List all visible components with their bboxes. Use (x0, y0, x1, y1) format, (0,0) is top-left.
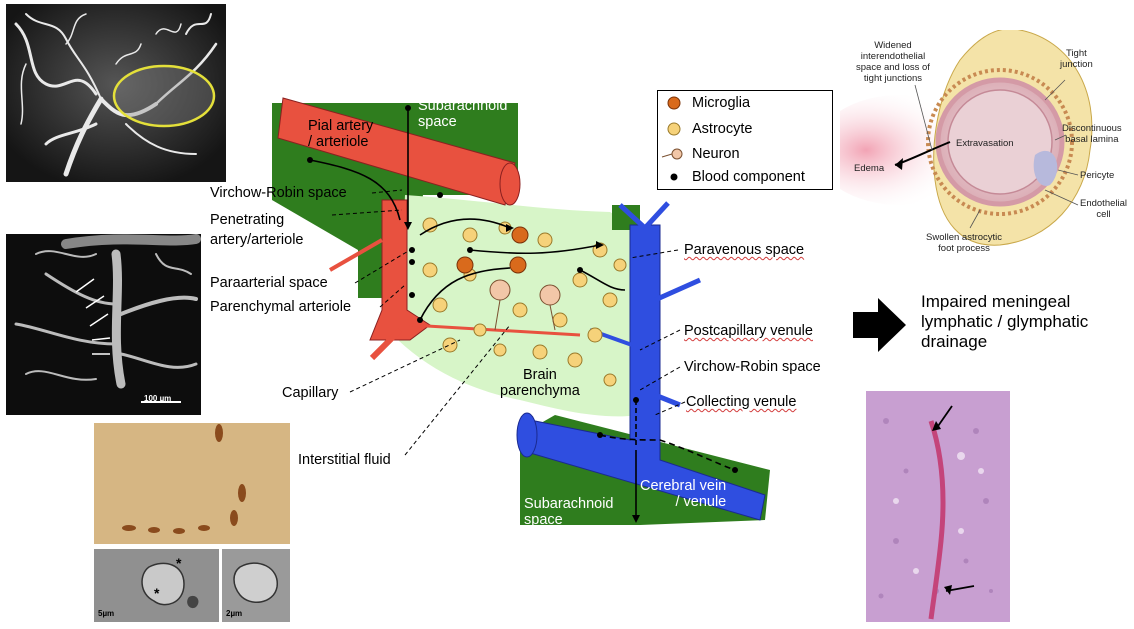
bbb-illustration: Widened interendothelial space and loss … (840, 30, 1132, 262)
legend-neuron: Neuron (692, 146, 740, 162)
label-interstitial-fluid: Interstitial fluid (298, 452, 391, 468)
histology-brown-drawing (94, 423, 290, 544)
label-virchow-robin-left: Virchow-Robin space (210, 185, 347, 201)
label-paravenous-space: Paravenous space (684, 242, 804, 258)
scale-2um: 2µm (226, 609, 243, 618)
highlight-ellipse (112, 64, 216, 128)
label-pial-artery: Pial artery / arteriole (308, 118, 374, 150)
legend-icons (661, 96, 683, 181)
bbb-drawing (840, 30, 1093, 246)
legend-astrocyte: Astrocyte (692, 121, 753, 137)
bbb-edema-label: Edema (854, 163, 885, 174)
microglia-icon (667, 96, 681, 110)
label-capillary: Capillary (282, 385, 339, 401)
em-left-drawing (94, 549, 219, 622)
histology-brown-image (94, 423, 290, 544)
big-right-arrow (853, 298, 906, 352)
pial-artery (277, 97, 581, 361)
label-collecting-venule: Collecting venule (686, 394, 796, 410)
astrocyte-cluster (422, 217, 627, 387)
fluorescence-image: 100 µm (6, 234, 201, 415)
neuron-cluster (489, 279, 561, 331)
angiography-drawing (6, 4, 226, 182)
angiography-image (6, 4, 226, 182)
label-paravenous-text: Paravenous space (684, 242, 805, 258)
he-histology-drawing (866, 391, 1010, 622)
neuron-icon (671, 148, 683, 160)
scale-100um: 100 µm (144, 394, 172, 403)
bbb-swollen-label: Swollen astrocytic foot process (926, 232, 1003, 254)
label-subarachnoid-bottom: Subarachnoid space (524, 496, 614, 528)
bbb-tight-junction-label: Tight junction (1060, 48, 1093, 70)
em-asterisk-2: * (154, 585, 160, 601)
legend-blood-component: Blood component (692, 169, 805, 185)
bbb-widened-label: Widened interendothelial space and loss … (856, 40, 930, 84)
bbb-pericyte-label: Pericyte (1080, 170, 1115, 181)
bbb-endothelial-label: Endothelial cell (1080, 198, 1128, 220)
astrocyte-icon (667, 122, 681, 136)
blood-components (307, 105, 738, 473)
em-image-left: * * 5µm (94, 549, 219, 622)
leader-lines (331, 189, 686, 456)
label-postcapillary-venule: Postcapillary venule (684, 323, 813, 339)
label-parenchymal-arteriole: Parenchymal arteriole (210, 299, 352, 315)
label-subarachnoid-top: Subarachnoid space (418, 98, 508, 130)
bbb-discontinuous-label: Discontinuous basal lamina (1062, 123, 1122, 145)
he-histology-image (866, 391, 1010, 622)
scale-5um: 5µm (98, 609, 115, 618)
legend-box: Microglia Astrocyte Neuron Blood compone… (657, 90, 833, 190)
em-image-right: 2µm (222, 549, 290, 622)
label-penetrating-artery: Penetrating artery/arteriole (210, 212, 304, 248)
em-right-drawing (222, 549, 290, 622)
flow-arrows (309, 108, 736, 520)
fluorescence-drawing (6, 234, 201, 415)
label-collecting-text: Collecting venule (686, 394, 797, 410)
microglia-cluster (456, 226, 529, 274)
label-postcapillary-text: Postcapillary venule (684, 323, 813, 339)
legend-microglia: Microglia (692, 95, 751, 111)
blood-dot-icon (670, 173, 678, 181)
label-cerebral-vein: Cerebral vein / venule (640, 478, 727, 510)
white-arrows (75, 278, 111, 355)
label-impaired-drainage: Impaired meningeal lymphatic / glymphati… (921, 292, 1089, 351)
em-asterisk-1: * (176, 555, 182, 571)
label-paraarterial-space: Paraarterial space (210, 275, 328, 291)
label-virchow-robin-right: Virchow-Robin space (684, 359, 821, 375)
bbb-extravasation-label: Extravasation (956, 138, 1014, 149)
label-brain-parenchyma: Brain parenchyma (500, 367, 580, 399)
